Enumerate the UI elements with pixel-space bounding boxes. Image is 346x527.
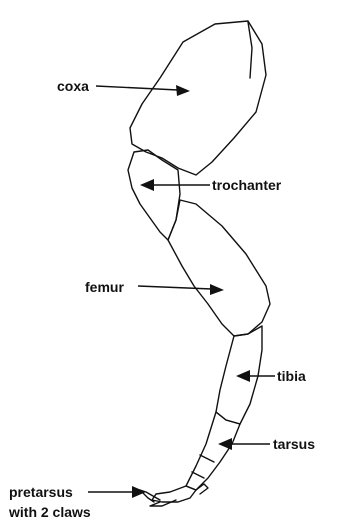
tarsus-segment [186, 412, 240, 490]
label-tibia-group: tibia [236, 368, 306, 384]
label-pretarsus-line1: pretarsus [9, 484, 73, 500]
femur-pointer-line [138, 286, 212, 289]
label-pretarsus-group: pretarsus with 2 claws [8, 484, 146, 520]
label-trochanter: trochanter [212, 177, 282, 193]
femur-arrowhead-icon [210, 284, 224, 295]
coxa-arrowhead-icon [176, 85, 190, 96]
tarsus-subdivision [200, 455, 214, 462]
tarsus-subdivision [192, 472, 204, 478]
trochanter-arrowhead-icon [140, 179, 154, 191]
femur-segment [168, 200, 270, 336]
label-femur-group: femur [85, 279, 224, 295]
label-femur: femur [85, 279, 124, 295]
label-trochanter-group: trochanter [140, 177, 282, 193]
coxa-pointer-line [96, 86, 178, 90]
label-tarsus-group: tarsus [218, 436, 315, 452]
tarsus-arrowhead-icon [218, 438, 232, 450]
label-coxa: coxa [57, 78, 89, 94]
pretarsus-arrowhead-icon [132, 486, 146, 498]
claw-icon [196, 484, 208, 494]
label-tibia: tibia [277, 368, 306, 384]
label-coxa-group: coxa [57, 78, 190, 96]
coxa-edge-detail [248, 22, 252, 78]
leg-drawing [128, 21, 270, 506]
trochanter-segment [128, 150, 180, 240]
label-tarsus: tarsus [273, 436, 315, 452]
label-pretarsus-line2: with 2 claws [8, 504, 91, 520]
tibia-arrowhead-icon [236, 370, 250, 382]
